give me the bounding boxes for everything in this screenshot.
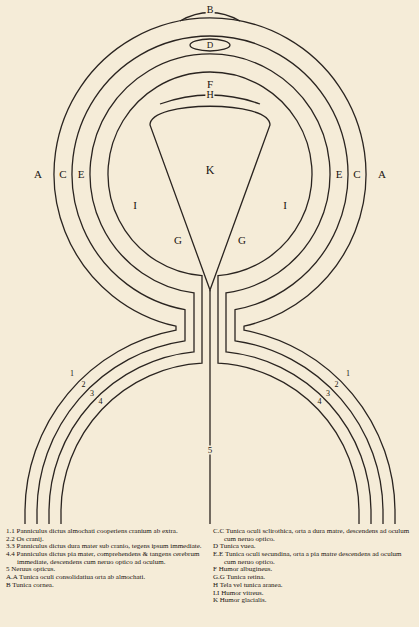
- callout-number: 4: [97, 398, 103, 406]
- legend-column: 1.1 Panniculus dictus almochati cooperie…: [6, 528, 206, 590]
- callout-number: 4: [317, 398, 323, 406]
- part-letter: F: [206, 79, 214, 90]
- legend-entry: 3.3 Panniculus dictus dura mater sub cra…: [6, 543, 206, 551]
- part-letter: E: [335, 169, 344, 180]
- part-letter: C: [58, 169, 67, 180]
- tunic-layer-inner: [61, 72, 359, 524]
- legend-entry: G.G Tunica retina.: [213, 574, 413, 582]
- legend-entry: B Tunica cornea.: [6, 582, 206, 590]
- part-letter: G: [173, 235, 183, 246]
- legend-entry: E.E Tunica oculi secundina, orta a pia m…: [213, 551, 413, 566]
- legend-entry: D Tunica vuea.: [213, 543, 413, 551]
- part-letter: G: [237, 235, 247, 246]
- legend-entry: 4.4 Panniculus dictus pia mater, compreh…: [6, 551, 206, 566]
- callout-number: 2: [80, 381, 86, 389]
- tunic-layer-third: [49, 54, 371, 524]
- part-letter: I: [282, 200, 288, 211]
- part-letter: A: [377, 169, 387, 180]
- part-letter: B: [206, 5, 215, 15]
- callout-number: 2: [334, 381, 340, 389]
- callout-number: 1: [69, 370, 75, 378]
- optic-nerve: [209, 290, 210, 524]
- part-letter: C: [352, 169, 361, 180]
- legend-entry: H Tela vel tunica aranea.: [213, 582, 413, 590]
- callout-number: 3: [89, 390, 95, 398]
- tunic-layer-second: [37, 36, 383, 524]
- legend-entry: C.C Tunica oculi sclirothica, orta a dur…: [213, 528, 413, 543]
- callout-number: 1: [345, 370, 351, 378]
- tunic-layer-outer: [25, 18, 395, 524]
- part-letter: H: [205, 90, 214, 100]
- legend-entry: I.I Humor vitreus.: [213, 590, 413, 598]
- uvea-lens: [190, 39, 230, 51]
- callout-number: 3: [325, 390, 331, 398]
- legend-entry: A.A Tunica oculi consolidatiua orta ab a…: [6, 574, 206, 582]
- legend-entry: 5 Neruus opticus.: [6, 566, 206, 574]
- legend-entry: K Humor glacialis.: [213, 597, 413, 605]
- part-letter: E: [77, 169, 86, 180]
- legend-column: C.C Tunica oculi sclirothica, orta a dur…: [213, 528, 413, 605]
- part-letter: A: [33, 169, 43, 180]
- legend-entry: 2.2 Os cranij.: [6, 536, 206, 544]
- part-letter: D: [206, 41, 215, 50]
- legend-entry: F Humor albugineus.: [213, 566, 413, 574]
- part-letter: K: [205, 164, 216, 176]
- part-letter: I: [132, 200, 138, 211]
- legend-entry: 1.1 Panniculus dictus almochati cooperie…: [6, 528, 206, 536]
- glacial-humor: [150, 106, 270, 290]
- callout-number: 5: [207, 446, 214, 455]
